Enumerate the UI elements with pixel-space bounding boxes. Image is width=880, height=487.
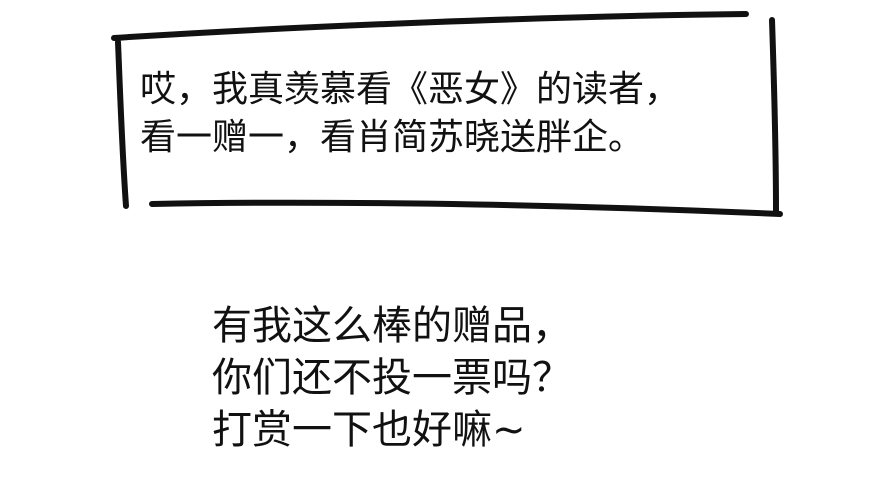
speech-box-text: 哎，我真羡慕看《恶女》的读者， 看一赠一，看肖简苏晓送胖企。 [140, 66, 780, 162]
vote-request-line-3: 打赏一下也好嘛~ [212, 407, 526, 453]
speech-box-line-2: 看一赠一，看肖简苏晓送胖企。 [140, 117, 645, 158]
frame-bottom-stroke [149, 199, 783, 217]
vote-request-line-1: 有我这么棒的赠品， [212, 303, 572, 349]
speech-box-line-1: 哎，我真羡慕看《恶女》的读者， [140, 69, 681, 110]
vote-request-text: 有我这么棒的赠品， 你们还不投一票吗？ 打赏一下也好嘛~ [212, 300, 772, 456]
frame-right-stroke [769, 17, 779, 215]
frame-left-stroke [115, 39, 129, 209]
vote-request-line-2: 你们还不投一票吗？ [212, 355, 572, 401]
frame-top-stroke [111, 11, 749, 41]
